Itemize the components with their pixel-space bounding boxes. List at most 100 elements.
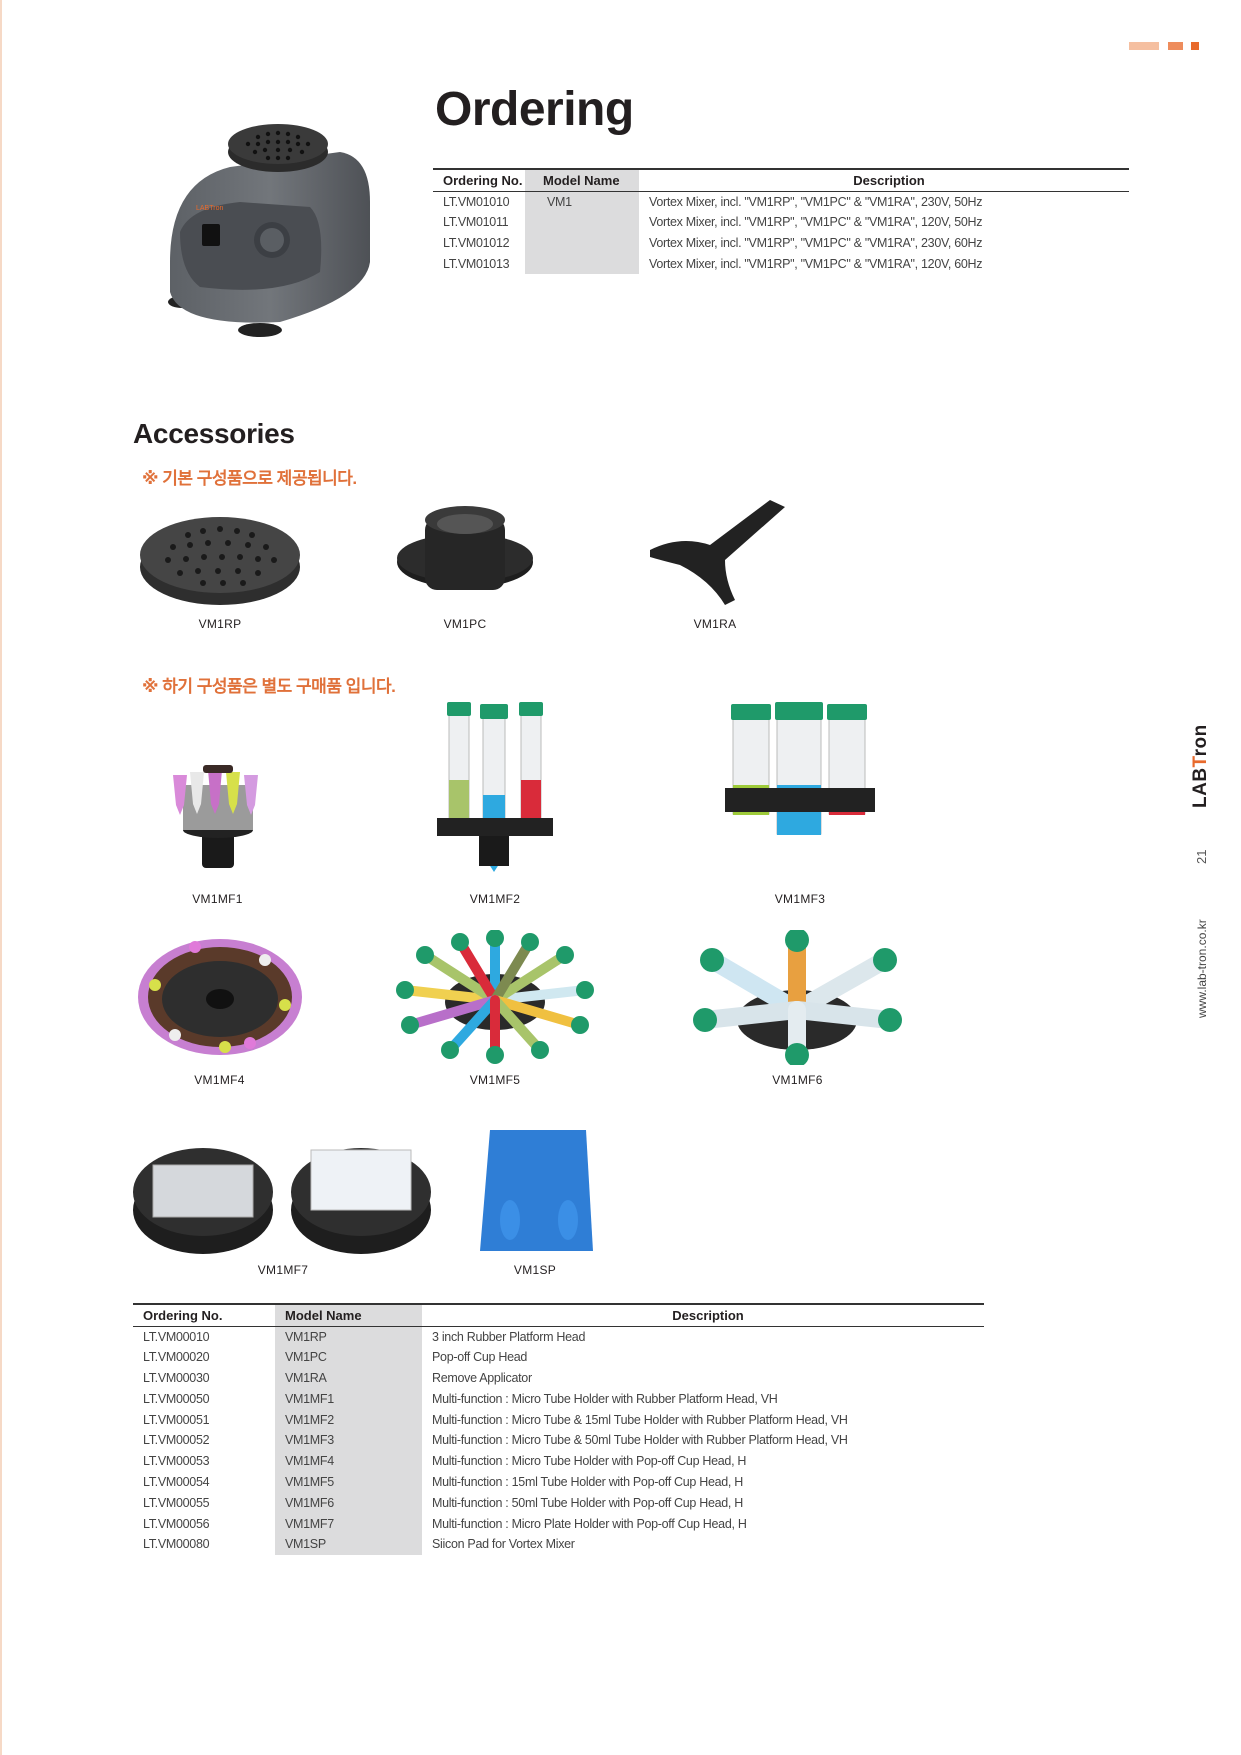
accessory-vm1sp: VM1SP (470, 1128, 600, 1285)
table-header-row: Ordering No. Model Name Description (133, 1303, 984, 1327)
cell-description: Pop-off Cup Head (432, 1350, 528, 1365)
cell-model: VM1SP (275, 1533, 422, 1555)
accessory-label: VM1MF6 (772, 1073, 823, 1087)
deco-square (1191, 42, 1199, 50)
accessory-label: VM1MF5 (469, 1073, 521, 1087)
accessory-vm1mf3: VM1MF3 (725, 700, 875, 910)
cell-description: Multi-function : Micro Tube Holder with … (432, 1391, 778, 1406)
accessory-label: VM1MF2 (469, 892, 521, 906)
cell-ordering-no: LT.VM00054 (143, 1474, 210, 1489)
accessories-title: Accessories (133, 418, 295, 449)
table-row: LT.VM00055 VM1MF6 Multi-function : 50ml Tu… (133, 1492, 984, 1514)
table-row: LT.VM01011 Vortex Mixer, incl. "VM1RP", … (433, 211, 1129, 233)
header-description: Description (422, 1303, 984, 1327)
ordering-title: Ordering (435, 83, 634, 136)
header-ordering-no: Ordering No. (133, 1303, 275, 1327)
cell-description: Remove Applicator (432, 1370, 532, 1385)
cell-ordering-no: LT.VM00080 (143, 1537, 210, 1552)
popoff-cup-image (397, 506, 533, 590)
accessory-label: VM1MF1 (192, 892, 243, 906)
table-row: LT.VM00050 VM1MF1 Multi-function : Micro T… (133, 1388, 984, 1410)
cell-description: Vortex Mixer, incl. "VM1RP", "VM1PC" & "… (649, 194, 983, 209)
silicon-pad-image (479, 1130, 593, 1251)
cell-model: VM1PC (275, 1346, 422, 1368)
accessory-label: VM1RP (198, 617, 242, 631)
cell-description: Siicon Pad for Vortex Mixer (432, 1537, 575, 1552)
page-edge-rule (0, 0, 2, 1755)
15ml-tube-holder-image (437, 702, 553, 872)
cell-ordering-no: LT.VM00055 (143, 1495, 210, 1510)
table-row: LT.VM01010 VM1 Vortex Mixer, incl. "VM1R… (433, 191, 1129, 212)
ordering-table: Ordering No. Model Name Description LT.V… (433, 168, 1129, 275)
website-url: www.lab-tron.co.kr (1195, 919, 1209, 1018)
accessory-label: VM1RA (693, 617, 737, 631)
micro-plate-holder-image (133, 1148, 431, 1254)
remove-applicator-image (650, 500, 785, 605)
cell-model (525, 232, 639, 254)
cell-model: VM1MF5 (275, 1471, 422, 1493)
accessory-vm1mf7: VM1MF7 (133, 1140, 433, 1285)
micro-tube-disc-image (137, 939, 302, 1055)
cell-model: VM1MF4 (275, 1450, 422, 1472)
header-model-name: Model Name (525, 168, 639, 192)
cell-ordering-no: LT.VM01010 (443, 194, 510, 209)
accessories-table: Ordering No. Model Name Description LT.V… (133, 1303, 984, 1555)
cell-ordering-no: LT.VM00030 (143, 1370, 210, 1385)
cell-model: VM1MF6 (275, 1492, 422, 1514)
rubber-platform-image (139, 517, 300, 605)
cell-description: Multi-function : 15ml Tube Holder with P… (432, 1474, 744, 1489)
accessory-label: VM1MF4 (194, 1073, 245, 1087)
accessory-vm1ra: VM1RA (635, 495, 795, 640)
deco-bar-light (1129, 42, 1159, 50)
50ml-tube-holder-image (725, 702, 875, 835)
table-row: LT.VM00054 VM1MF5 Multi-function : 15ml Tu… (133, 1471, 984, 1493)
cell-description: 3 inch Rubber Platform Head (432, 1329, 586, 1344)
deco-bar-medium (1168, 42, 1183, 50)
cell-ordering-no: LT.VM00050 (143, 1391, 210, 1406)
vortex-mixer-image: LABTron (160, 112, 380, 342)
cell-ordering-no: LT.VM00051 (143, 1412, 210, 1427)
cell-model: VM1 (525, 191, 639, 212)
header-ordering-no: Ordering No. (433, 168, 525, 192)
accessory-vm1rp: VM1RP (135, 505, 305, 640)
cell-model: VM1MF2 (275, 1409, 422, 1430)
cell-description: Vortex Mixer, incl. "VM1RP", "VM1PC" & "… (649, 215, 983, 230)
50ml-tube-disc-image (693, 928, 902, 1067)
accessory-vm1mf1: VM1MF1 (150, 760, 285, 910)
cell-description: Vortex Mixer, incl. "VM1RP", "VM1PC" & "… (649, 256, 983, 271)
cell-model (525, 253, 639, 275)
table-row: LT.VM01012 Vortex Mixer, incl. "VM1RP", … (433, 232, 1129, 254)
15ml-tube-disc-image (396, 929, 594, 1064)
header-description: Description (639, 168, 1129, 192)
cell-ordering-no: LT.VM01011 (443, 215, 509, 230)
cell-model: VM1MF7 (275, 1513, 422, 1534)
cell-model: VM1MF3 (275, 1429, 422, 1451)
accessory-vm1mf5: VM1MF5 (380, 929, 610, 1095)
micro-tube-holder-image (172, 765, 258, 868)
accessory-label: VM1PC (443, 617, 487, 631)
accessory-label: VM1MF7 (257, 1263, 309, 1277)
cell-description: Vortex Mixer, incl. "VM1RP", "VM1PC" & "… (649, 235, 983, 250)
cell-ordering-no: LT.VM00053 (143, 1454, 210, 1469)
cell-model: VM1RA (275, 1367, 422, 1389)
table-row: LT.VM01013 Vortex Mixer, incl. "VM1RP", … (433, 253, 1129, 275)
accessory-vm1pc: VM1PC (390, 500, 540, 640)
table-row: LT.VM00080 VM1SP Siicon Pad for Vortex Mix… (133, 1533, 984, 1555)
cell-description: Multi-function : 50ml Tube Holder with P… (432, 1495, 744, 1510)
separate-purchase-note: ※ 하기 구성품은 별도 구매품 입니다. (142, 677, 396, 696)
brand-logo: LABTron (1190, 724, 1211, 808)
cell-ordering-no: LT.VM01013 (443, 256, 510, 271)
table-header-row: Ordering No. Model Name Description (433, 168, 1129, 192)
cell-ordering-no: LT.VM00010 (143, 1329, 210, 1344)
cell-ordering-no: LT.VM00056 (143, 1516, 210, 1531)
cell-description: Multi-function : Micro Tube & 50ml Tube … (432, 1433, 848, 1448)
header-model-name: Model Name (275, 1303, 422, 1327)
accessory-label: VM1MF3 (774, 892, 826, 906)
accessory-vm1mf2: VM1MF2 (430, 700, 560, 910)
cell-model: VM1MF1 (275, 1388, 422, 1410)
cell-model: VM1RP (275, 1326, 422, 1347)
